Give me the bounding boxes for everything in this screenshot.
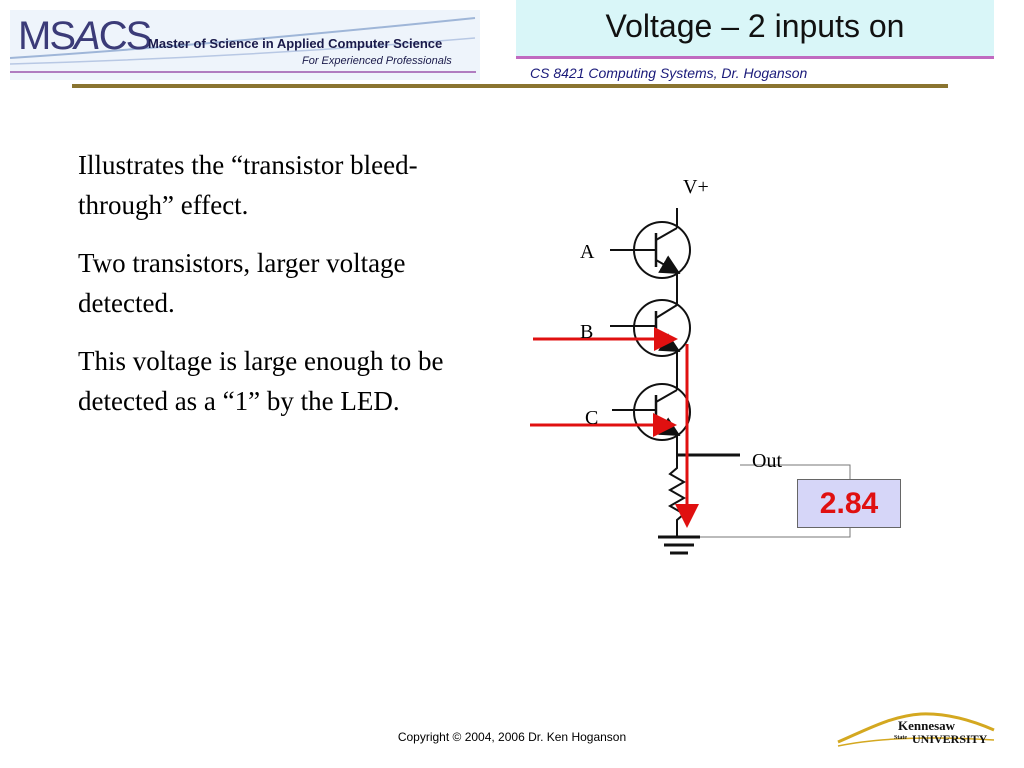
transistor-a [610, 221, 691, 279]
slide-title: Voltage – 2 inputs on [605, 8, 905, 44]
header-divider [72, 84, 948, 88]
logo-cs-text: CS [98, 14, 153, 58]
ksu-name-bottom: UNIVERSITY [912, 732, 988, 746]
output-label: Out [752, 450, 782, 472]
paragraph-led-detection: This voltage is large enough to be detec… [78, 346, 444, 416]
logo-swoosh [10, 10, 480, 80]
current-flow [530, 327, 699, 528]
kennesaw-logo: Kennesaw State UNIVERSITY [836, 710, 996, 750]
input-b-label: B [580, 321, 593, 343]
paragraph-two-transistors: Two transistors, larger voltage detected… [78, 248, 406, 318]
logo-ms-text: MS [18, 14, 76, 58]
supply-label: V+ [683, 176, 709, 198]
transistor-c [612, 383, 691, 441]
ksu-name-state: State [894, 735, 907, 741]
logo-a-text: A [74, 14, 101, 58]
title-underline [516, 56, 994, 59]
ksu-name-top: Kennesaw [898, 718, 956, 733]
input-c-label: C [585, 407, 598, 429]
transistor-b [610, 299, 691, 357]
msacs-logo: MSACS Master of Science in Applied Compu… [10, 10, 480, 80]
body-text: Illustrates the “transistor bleed-throug… [78, 145, 458, 439]
ground-symbol [658, 535, 700, 555]
copyright-notice: Copyright © 2004, 2006 Dr. Ken Hoganson [397, 730, 627, 744]
resistor [667, 456, 687, 536]
logo-tagline: Master of Science in Applied Computer Sc… [148, 36, 443, 51]
mountain-icon [837, 712, 995, 747]
output-wire [740, 464, 851, 482]
course-line: CS 8421 Computing Systems, Dr. Hoganson [530, 65, 808, 81]
paragraph-bleed-through: Illustrates the “transistor bleed-throug… [78, 150, 418, 220]
input-a-label: A [580, 241, 595, 263]
led-return-wire [700, 527, 851, 538]
logo-subtitle: For Experienced Professionals [302, 55, 452, 67]
led-voltage-display: 2.84 [797, 479, 901, 528]
title-background [516, 0, 994, 56]
